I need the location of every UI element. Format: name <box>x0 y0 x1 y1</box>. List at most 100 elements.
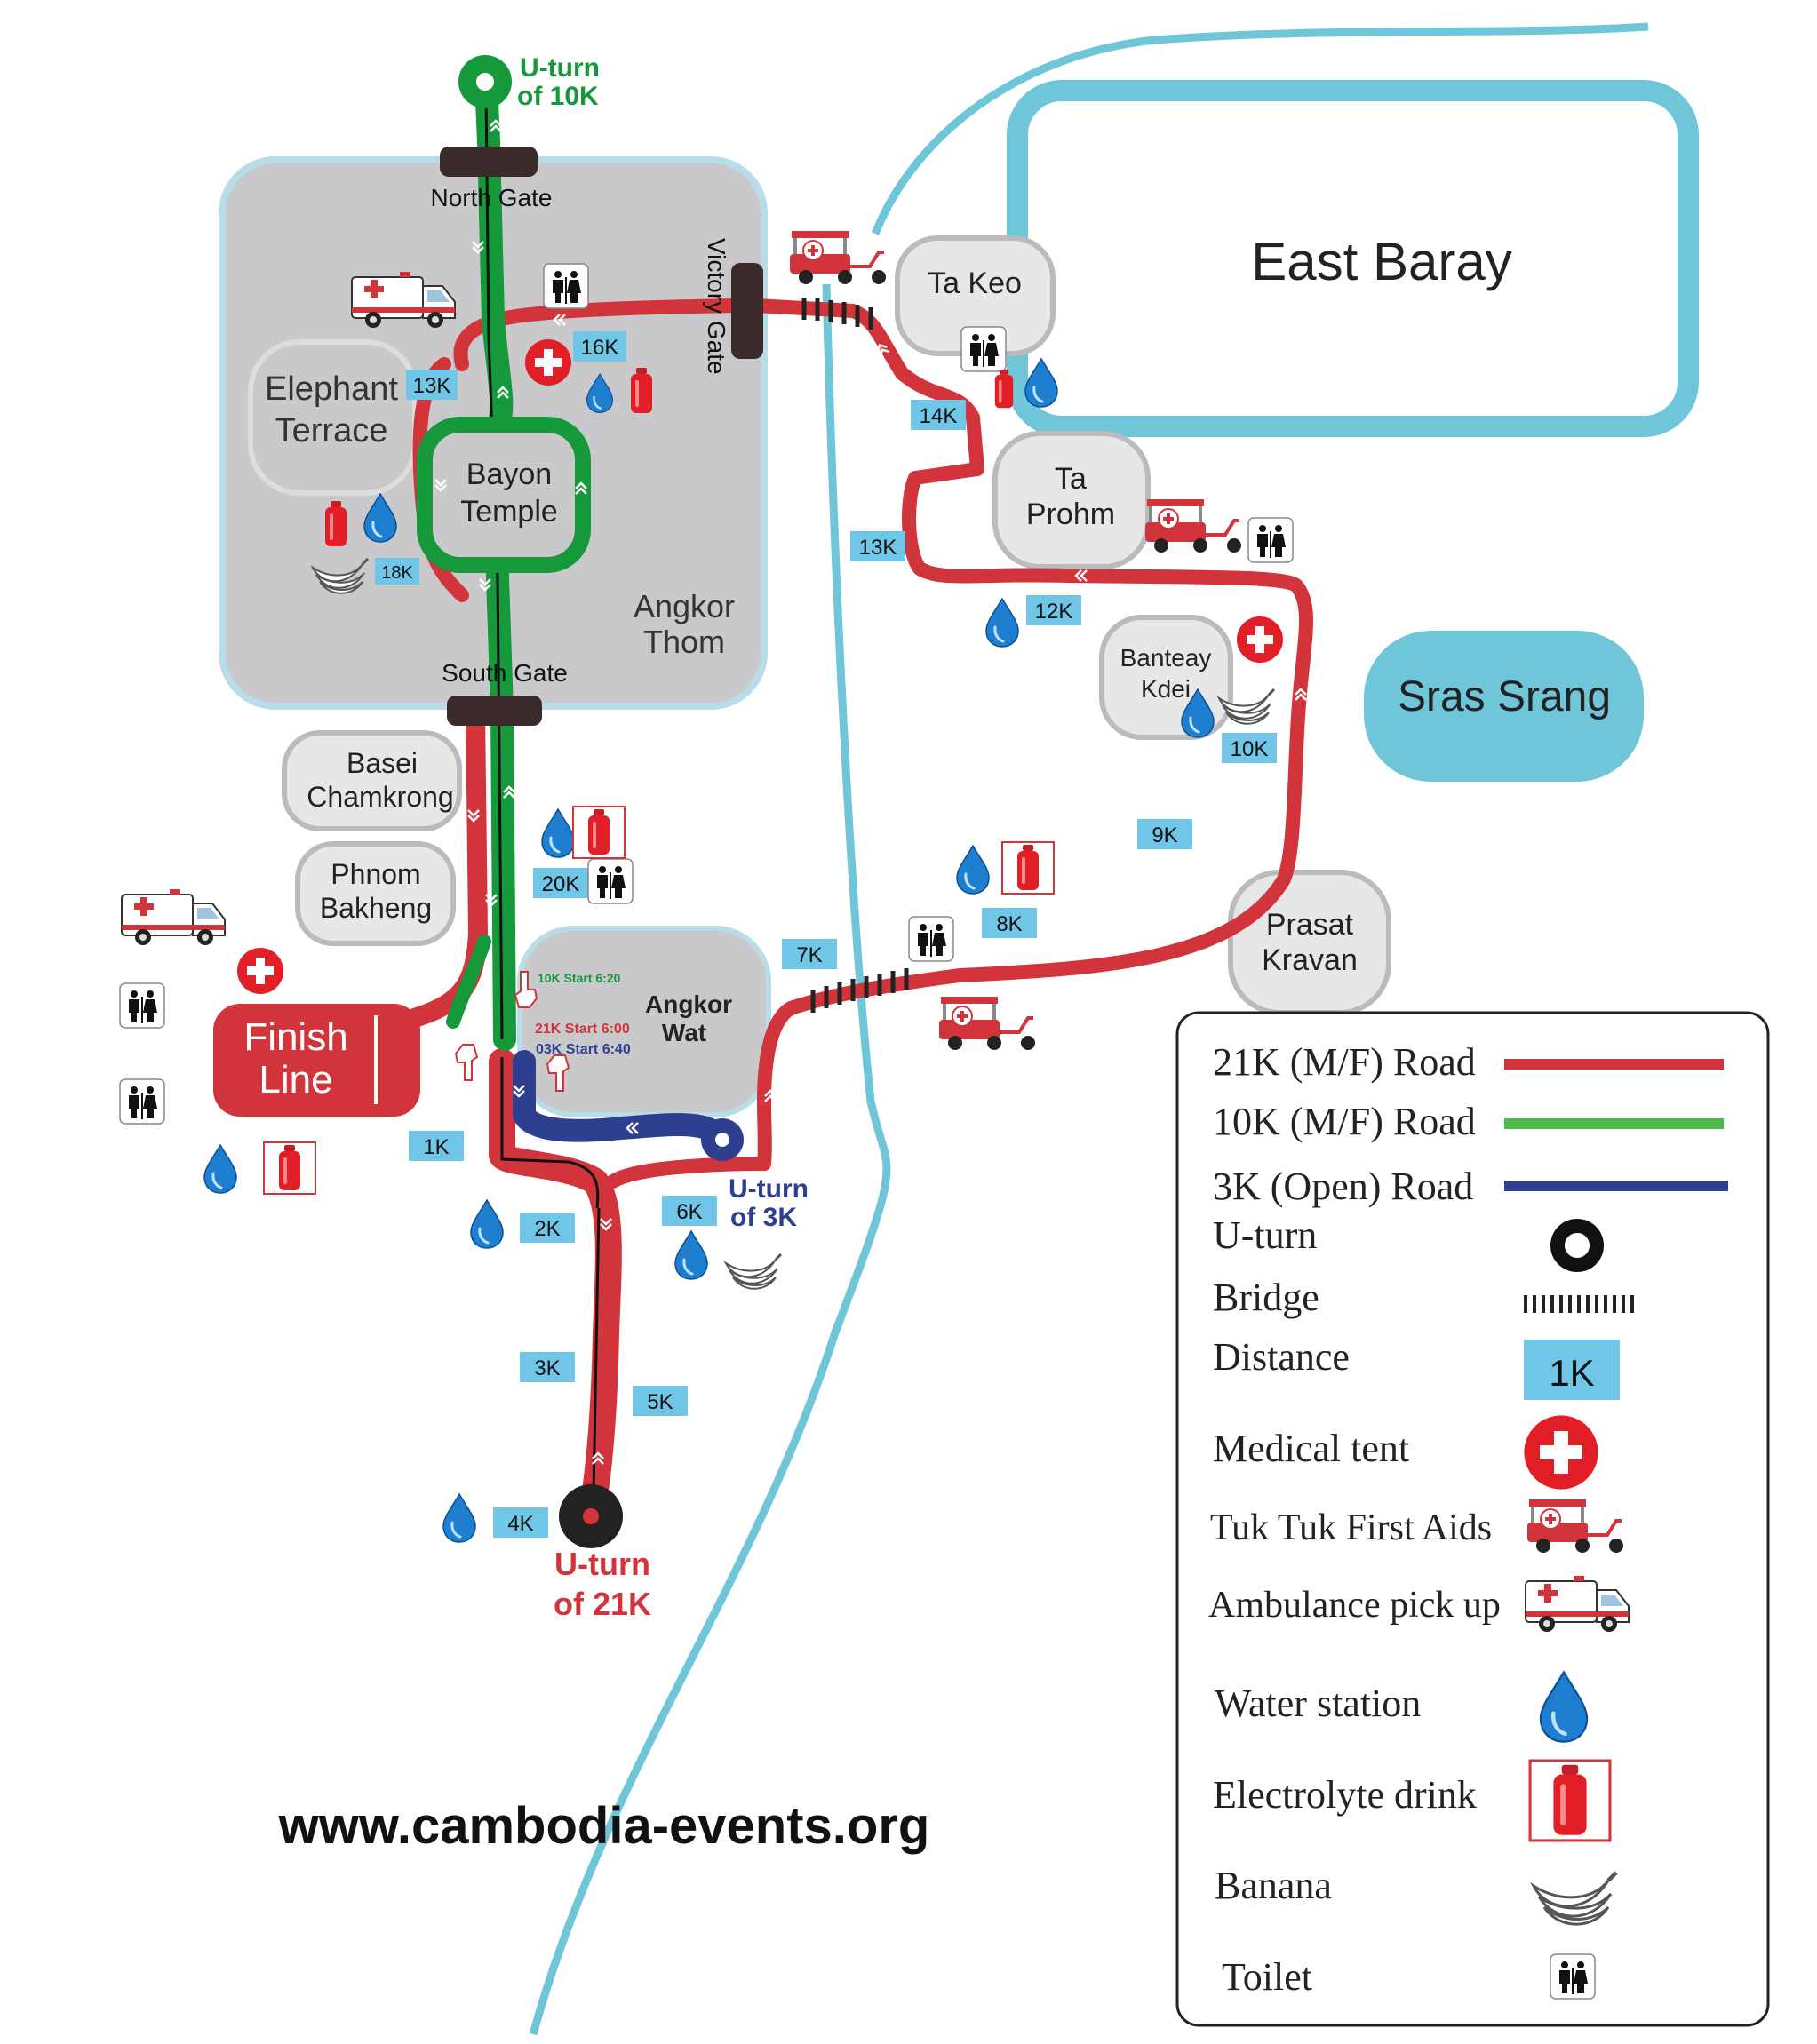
north-gate-marker <box>440 147 538 177</box>
angkor-thom-label-2: Thom <box>643 624 725 660</box>
medical-cross-icon <box>525 339 571 386</box>
victory-gate-marker <box>731 263 763 359</box>
water-features: East Baray Sras Srang <box>529 22 1699 2036</box>
legend-distance-label: Distance <box>1213 1335 1350 1379</box>
electrolyte-bottle-icon <box>264 1142 315 1194</box>
start-10k-label: 10K Start 6:20 <box>538 971 621 985</box>
phnom-bakheng-label-2: Bakheng <box>320 892 432 924</box>
medical-cross-icon <box>237 948 283 994</box>
prasat-kravan-label-1: Prasat <box>1266 908 1354 942</box>
prasat-kravan-box <box>1228 870 1391 1015</box>
electrolyte-bottle-icon <box>573 807 625 858</box>
legend-road-10k-label: 10K (M/F) Road <box>1213 1100 1476 1143</box>
website-label: www.cambodia-events.org <box>278 1797 930 1855</box>
banteay-kdei-label-1: Banteay <box>1120 644 1212 672</box>
legend-electrolyte-label: Electrolyte drink <box>1213 1773 1477 1817</box>
bayon-label-2: Temple <box>460 495 558 529</box>
route-labels: U-turn of 10K U-turn of 3K U-turn of 21K… <box>517 53 809 1622</box>
distance-12k: 12K <box>1026 595 1081 625</box>
bayon-loop <box>417 417 591 573</box>
tuktuk-icon <box>937 995 1037 1052</box>
legend-distance-swatch <box>1524 1340 1620 1400</box>
legend-road-21k-label: 21K (M/F) Road <box>1213 1040 1476 1084</box>
sras-srang-label: Sras Srang <box>1398 673 1611 720</box>
victory-gate-label: Victory Gate <box>703 238 730 375</box>
legend-ambulance-label: Ambulance pick up <box>1208 1585 1501 1626</box>
distance-13k-east: 13K <box>850 531 905 561</box>
banana-icon <box>724 1253 783 1291</box>
water-drop-icon <box>469 1198 505 1250</box>
water-drop-icon <box>540 807 576 859</box>
distance-13k-west: 13K <box>406 370 458 400</box>
legend-banana-label: Banana <box>1215 1864 1332 1907</box>
start-03k-label: 03K Start 6:40 <box>536 1042 631 1057</box>
toilet-icon <box>119 982 165 1029</box>
distance-5k: 5K <box>633 1386 688 1416</box>
tuktuk-icon <box>1144 497 1243 554</box>
water-drop-icon <box>442 1492 477 1544</box>
route-3k <box>513 1050 744 1161</box>
distance-7k: 7K <box>782 939 837 969</box>
svg-text:20K: 20K <box>542 872 580 896</box>
basei-chamkrong-label-1: Basei <box>347 747 418 779</box>
medical-cross-icon <box>1524 1415 1598 1490</box>
electrolyte-bottle-icon <box>1002 842 1054 894</box>
bayon-label-1: Bayon <box>466 457 552 491</box>
svg-text:13K: 13K <box>413 374 451 398</box>
svg-text:6K: 6K <box>676 1200 702 1224</box>
elephant-terrace-label-1: Elephant <box>265 370 398 408</box>
uturn-10k-label-1: U-turn <box>520 53 600 83</box>
finish-label-2: Line <box>259 1058 332 1102</box>
uturn-3k-label-2: of 3K <box>730 1203 797 1232</box>
medical-cross-icon <box>1237 616 1283 663</box>
sras-srang-lake <box>1364 631 1644 782</box>
legend-water-label: Water station <box>1215 1682 1421 1725</box>
legend-bridge-icon <box>1524 1295 1634 1313</box>
legend-box <box>1175 1011 1770 2027</box>
distance-3k: 3K <box>520 1352 575 1382</box>
tuktuk-icon <box>788 229 888 286</box>
finish-label-1: Finish <box>243 1015 347 1059</box>
distance-10k: 10K <box>1222 733 1277 763</box>
toilet-icon <box>119 1078 165 1125</box>
toilet-icon <box>908 916 954 962</box>
toilet-icon <box>960 326 1007 372</box>
svg-text:5K: 5K <box>647 1390 673 1414</box>
distance-8k: 8K <box>982 908 1037 938</box>
distance-4k: 4K <box>493 1507 548 1538</box>
water-drop-icon <box>673 1229 709 1281</box>
svg-text:3K: 3K <box>534 1356 560 1380</box>
svg-text:9K: 9K <box>1152 823 1177 847</box>
pointing-hand-icon <box>455 1044 478 1081</box>
legend-road-3k-label: 3K (Open) Road <box>1213 1165 1473 1208</box>
elephant-terrace-label-2: Terrace <box>275 412 388 449</box>
ta-prohm-label-2: Prohm <box>1026 497 1115 531</box>
legend-distance-sample: 1K <box>1549 1352 1594 1394</box>
bridges <box>801 298 909 1013</box>
ta-keo-label: Ta Keo <box>928 266 1022 300</box>
svg-text:2K: 2K <box>534 1217 560 1241</box>
uturn-21k-label-1: U-turn <box>554 1546 650 1582</box>
south-gate-label: South Gate <box>442 659 568 687</box>
svg-text:13K: 13K <box>859 536 897 560</box>
south-gate-marker <box>447 696 542 726</box>
distance-9k: 9K <box>1137 819 1192 849</box>
prasat-kravan-label-2: Kravan <box>1262 943 1358 977</box>
svg-text:16K: 16K <box>581 336 619 360</box>
svg-text:8K: 8K <box>996 912 1022 936</box>
uturn-21k-label-2: of 21K <box>554 1586 651 1622</box>
water-drop-icon <box>203 1143 238 1195</box>
electrolyte-bottle-icon <box>631 368 652 413</box>
gates: North Gate South Gate Victory Gate <box>431 147 763 726</box>
basei-chamkrong-box <box>282 730 462 831</box>
legend-medical-label: Medical tent <box>1213 1427 1409 1470</box>
legend-uturn-label: U-turn <box>1213 1213 1317 1257</box>
svg-text:4K: 4K <box>507 1512 533 1536</box>
svg-text:18K: 18K <box>381 563 413 583</box>
distance-18k: 18K <box>375 558 419 585</box>
toilet-icon <box>587 858 634 904</box>
toilet-icon <box>1247 517 1294 563</box>
distance-6k: 6K <box>662 1196 717 1226</box>
legend-uturn-icon <box>1550 1219 1604 1272</box>
